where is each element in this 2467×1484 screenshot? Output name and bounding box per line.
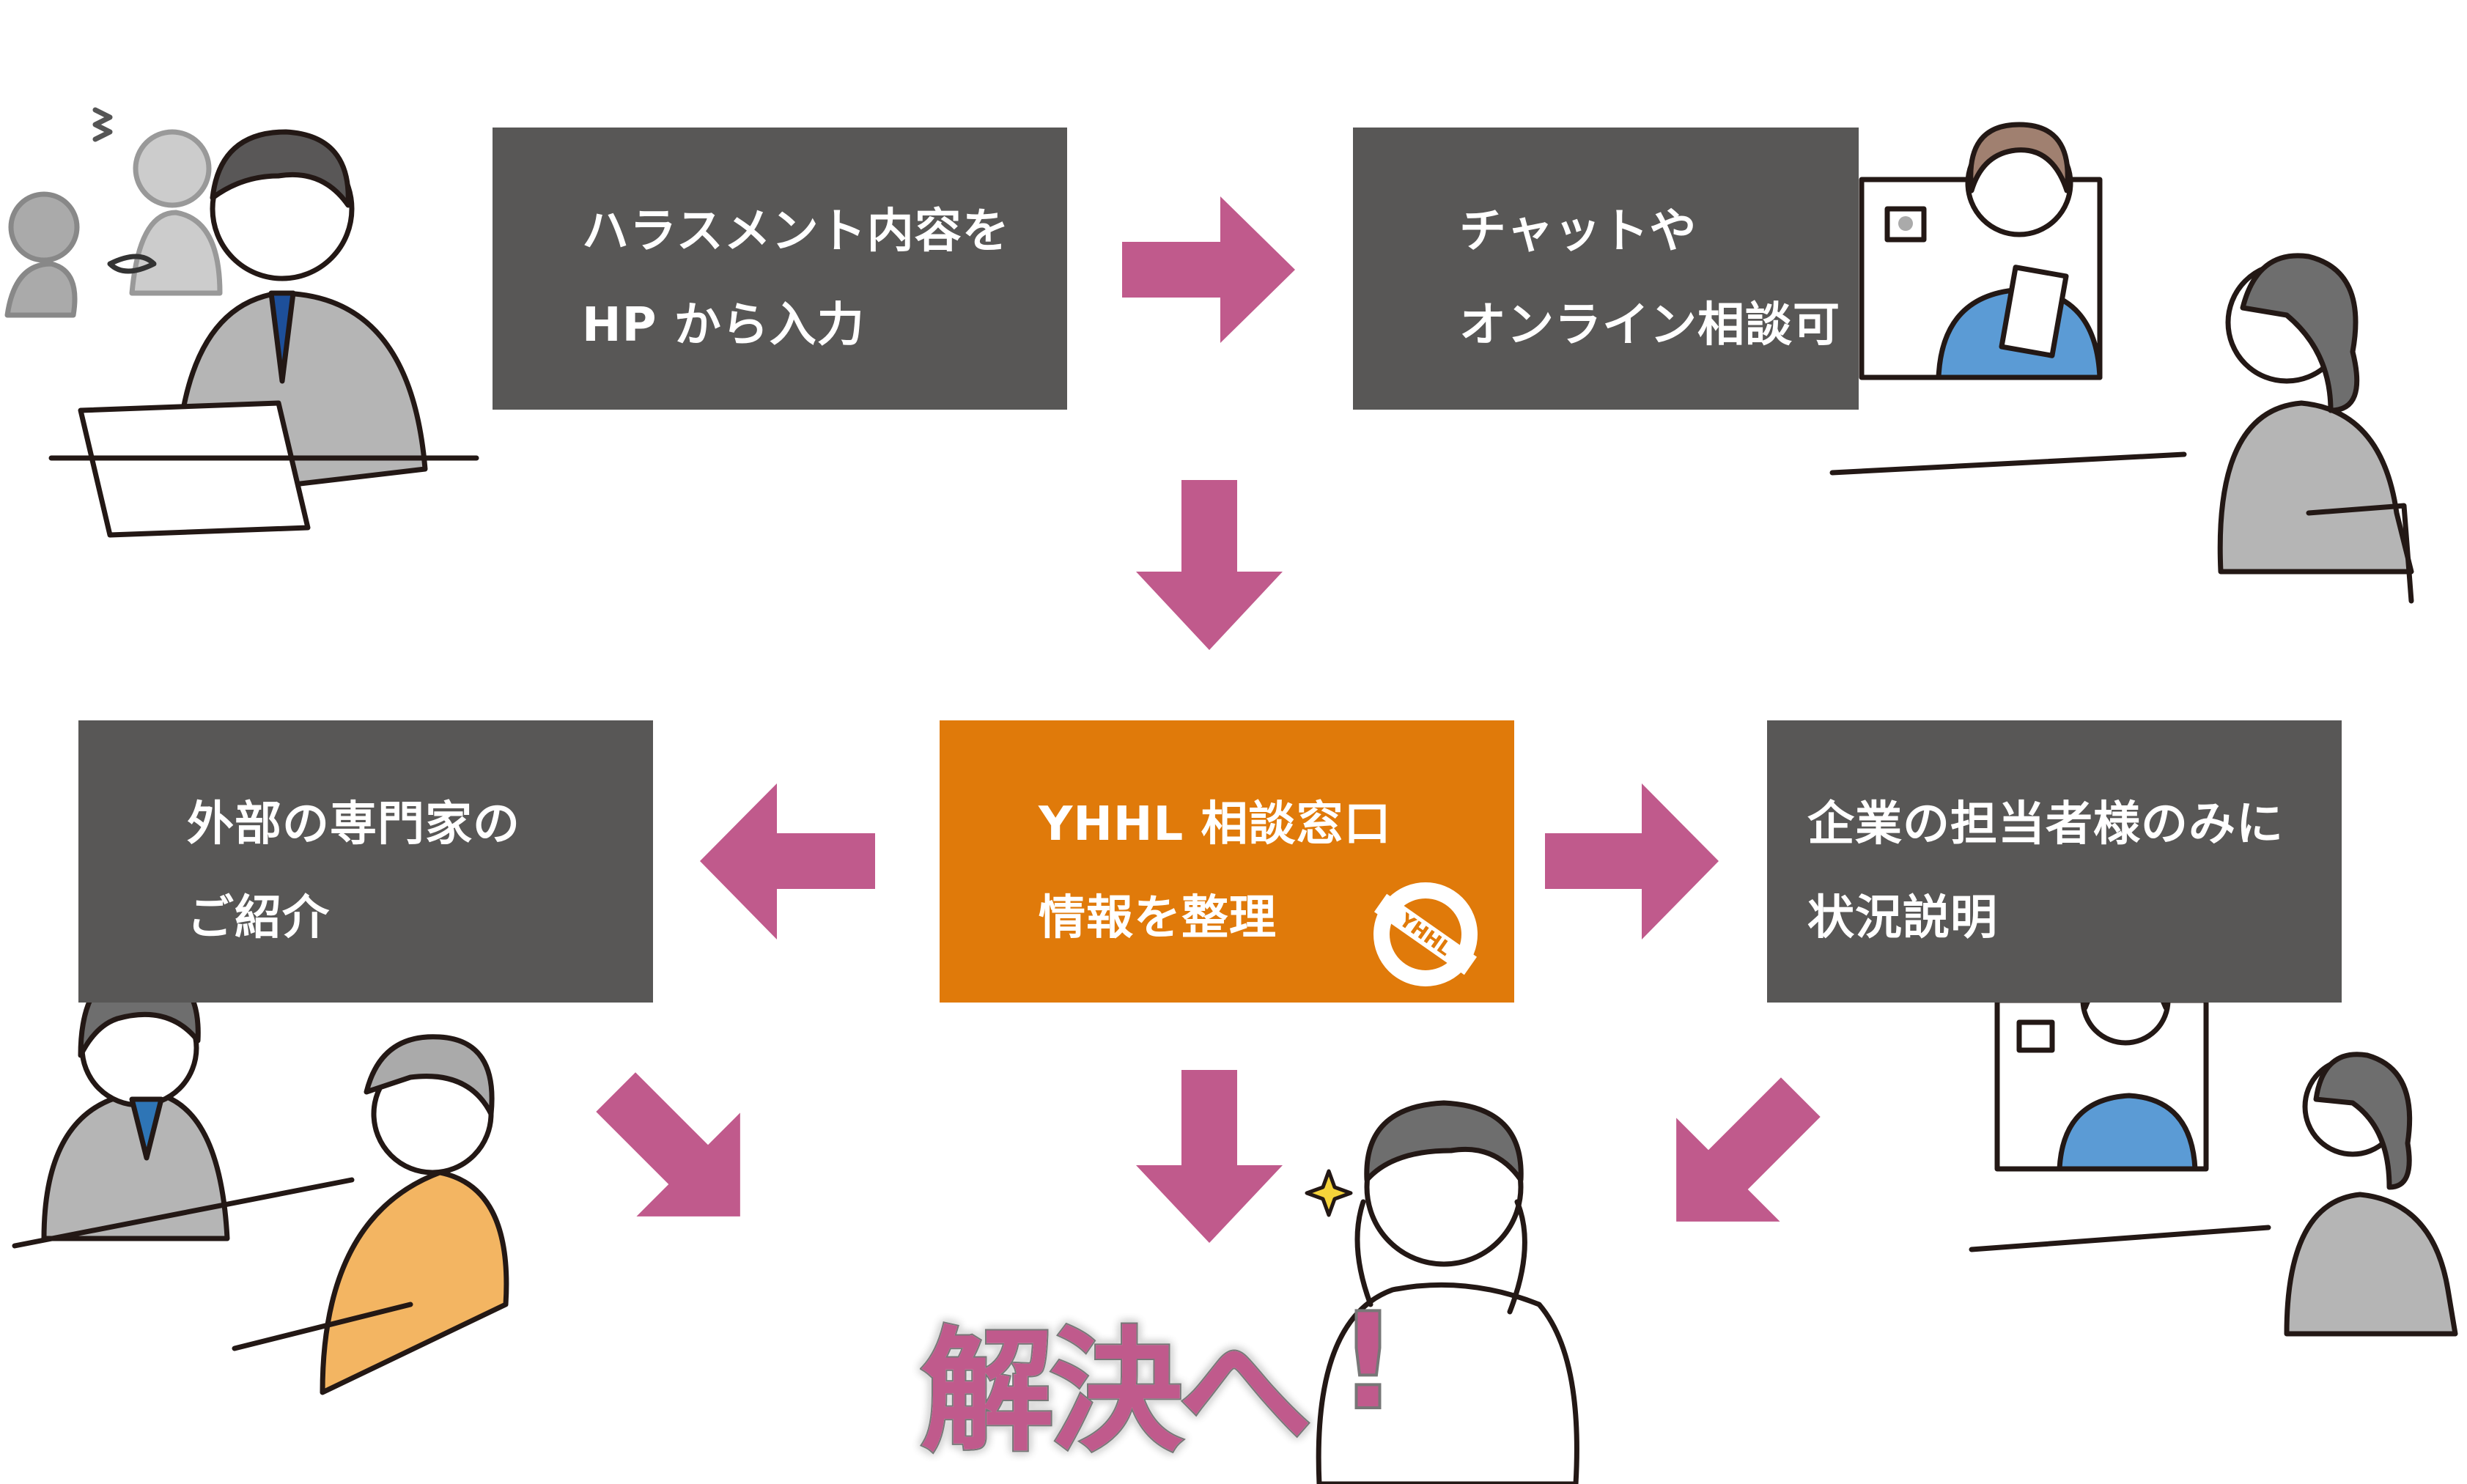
man-at-laptop-illustration: [4, 107, 479, 538]
arrow-down-center: [1136, 1070, 1283, 1243]
step-center-line-1: YHHL 相談窓口: [1039, 797, 1392, 852]
step-input-box: ハラスメント内容を HP から入力: [493, 128, 1067, 410]
expert-meeting-illustration: [12, 964, 509, 1395]
step-consult-box: チャットや オンライン相談可: [1353, 128, 1859, 410]
online-consultation-illustration: [1829, 122, 2414, 604]
step-consult-line-1: チャットや: [1459, 204, 1697, 259]
step-company-line-2: 状況説明: [1807, 891, 1998, 945]
resolution-exclamation: !: [1336, 1282, 1400, 1441]
relieved-person-illustration: [1305, 1100, 1579, 1484]
arrow-left-middle: [700, 783, 875, 940]
arrow-right-top: [1122, 196, 1295, 343]
arrow-diagonal-right: [1676, 1077, 1821, 1222]
arrow-down-top: [1136, 480, 1283, 650]
step-input-line-1: ハラスメント内容を: [582, 204, 1010, 259]
step-center-line-2: 情報を整理: [1039, 891, 1277, 945]
step-expert-line-1: 外部の専門家の: [187, 797, 520, 852]
arrow-right-middle: [1545, 783, 1719, 940]
step-expert-box: 外部の専門家の ご紹介: [78, 720, 653, 1003]
step-company-line-1: 企業の担当者様のみに: [1807, 797, 2284, 852]
arrow-diagonal-left: [596, 1072, 740, 1217]
step-company-box: 企業の担当者様のみに 状況説明: [1767, 720, 2342, 1003]
yhhl-logo-icon: YHHL: [1373, 882, 1478, 986]
step-center-box: YHHL 相談窓口 情報を整理: [940, 720, 1514, 1003]
step-consult-line-2: オンライン相談可: [1459, 298, 1840, 352]
yhhl-logo-text: YHHL: [1395, 909, 1456, 960]
resolution-text: 解決へ: [919, 1313, 1313, 1471]
step-input-line-2: HP から入力: [582, 298, 865, 352]
step-expert-line-2: ご紹介: [187, 891, 330, 945]
company-explanation-illustration: [1969, 950, 2458, 1337]
